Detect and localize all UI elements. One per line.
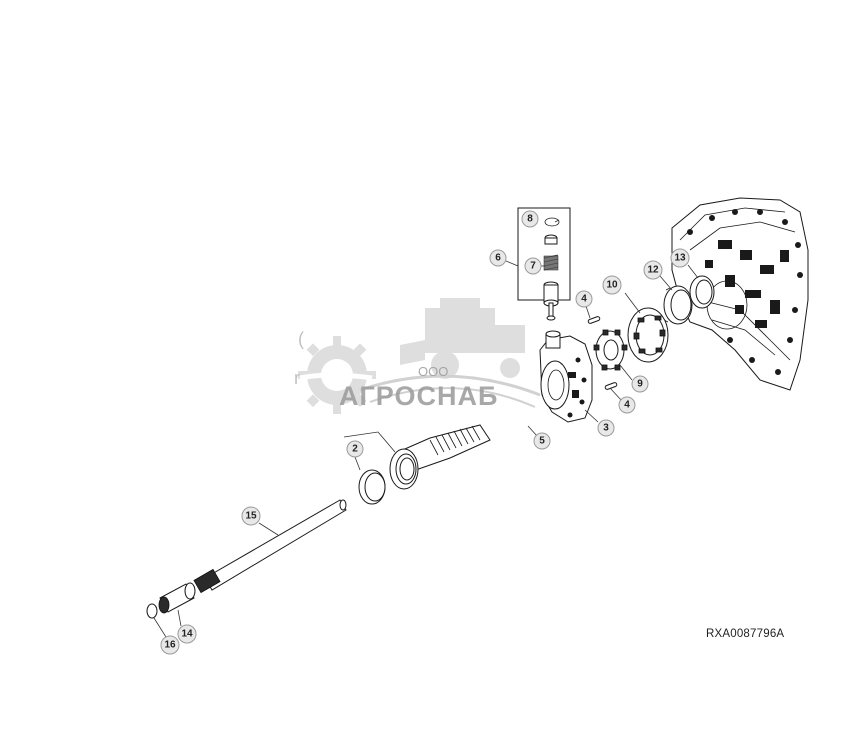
svg-text:8: 8 xyxy=(527,214,533,225)
svg-text:3: 3 xyxy=(603,423,609,434)
callout-9: 9 xyxy=(631,375,649,393)
callout-10: 10 xyxy=(602,275,622,295)
callout-16: 16 xyxy=(160,635,180,655)
sleeve-14 xyxy=(158,582,196,614)
callout-3: 3 xyxy=(597,419,615,437)
callout-15: 15 xyxy=(241,506,261,526)
svg-text:15: 15 xyxy=(245,511,257,522)
svg-text:12: 12 xyxy=(647,265,659,276)
callout-7: 7 xyxy=(524,257,542,275)
drive-shaft-15 xyxy=(193,499,347,594)
svg-text:10: 10 xyxy=(606,280,618,291)
gear-icon xyxy=(298,336,376,414)
watermark-logo: ( r xyxy=(294,298,541,414)
svg-text:6: 6 xyxy=(495,253,501,264)
callout-4-lower: 4 xyxy=(618,396,636,414)
callout-5: 5 xyxy=(533,432,551,450)
valve-plug xyxy=(544,234,558,245)
svg-text:16: 16 xyxy=(164,640,176,651)
callout-12: 12 xyxy=(643,260,663,280)
callout-14: 14 xyxy=(177,624,197,644)
watermark-prefix: ООО xyxy=(418,364,449,379)
svg-text:r: r xyxy=(294,368,300,388)
svg-text:(: ( xyxy=(298,329,304,349)
pump-outer-gear-10 xyxy=(627,307,669,363)
svg-text:5: 5 xyxy=(539,436,545,447)
svg-text:13: 13 xyxy=(674,253,686,264)
callout-6: 6 xyxy=(489,249,507,267)
callout-8: 8 xyxy=(521,210,539,228)
seal-ring-12 xyxy=(663,285,693,325)
pump-inner-gear-9 xyxy=(593,329,628,371)
snap-ring-16 xyxy=(146,603,158,619)
o-ring-8 xyxy=(544,217,560,227)
svg-text:14: 14 xyxy=(181,629,193,640)
svg-text:4: 4 xyxy=(581,294,587,305)
harvester-icon xyxy=(359,298,541,408)
valve-piston xyxy=(543,281,559,321)
figure-code: RXA0087796A xyxy=(706,628,785,640)
watermark-brand: АГРОСНАБ xyxy=(339,381,499,411)
pump-drive-shaft-5 xyxy=(389,424,491,490)
dowel-pin-lower xyxy=(604,382,618,390)
pump-housing-3 xyxy=(539,330,593,423)
transmission-housing xyxy=(671,197,809,391)
shaft-splines xyxy=(193,568,221,594)
leader-lines xyxy=(153,219,699,638)
spring-7 xyxy=(543,254,559,271)
callout-4-upper: 4 xyxy=(575,290,593,308)
svg-text:2: 2 xyxy=(352,444,358,455)
svg-text:7: 7 xyxy=(530,261,536,272)
dowel-pin-upper xyxy=(587,316,601,324)
seal-ring-13 xyxy=(689,275,715,309)
callout-13: 13 xyxy=(670,248,690,268)
bearing-ring-2 xyxy=(358,469,386,505)
svg-text:4: 4 xyxy=(624,400,630,411)
callout-2: 2 xyxy=(346,440,364,458)
svg-text:9: 9 xyxy=(637,379,643,390)
